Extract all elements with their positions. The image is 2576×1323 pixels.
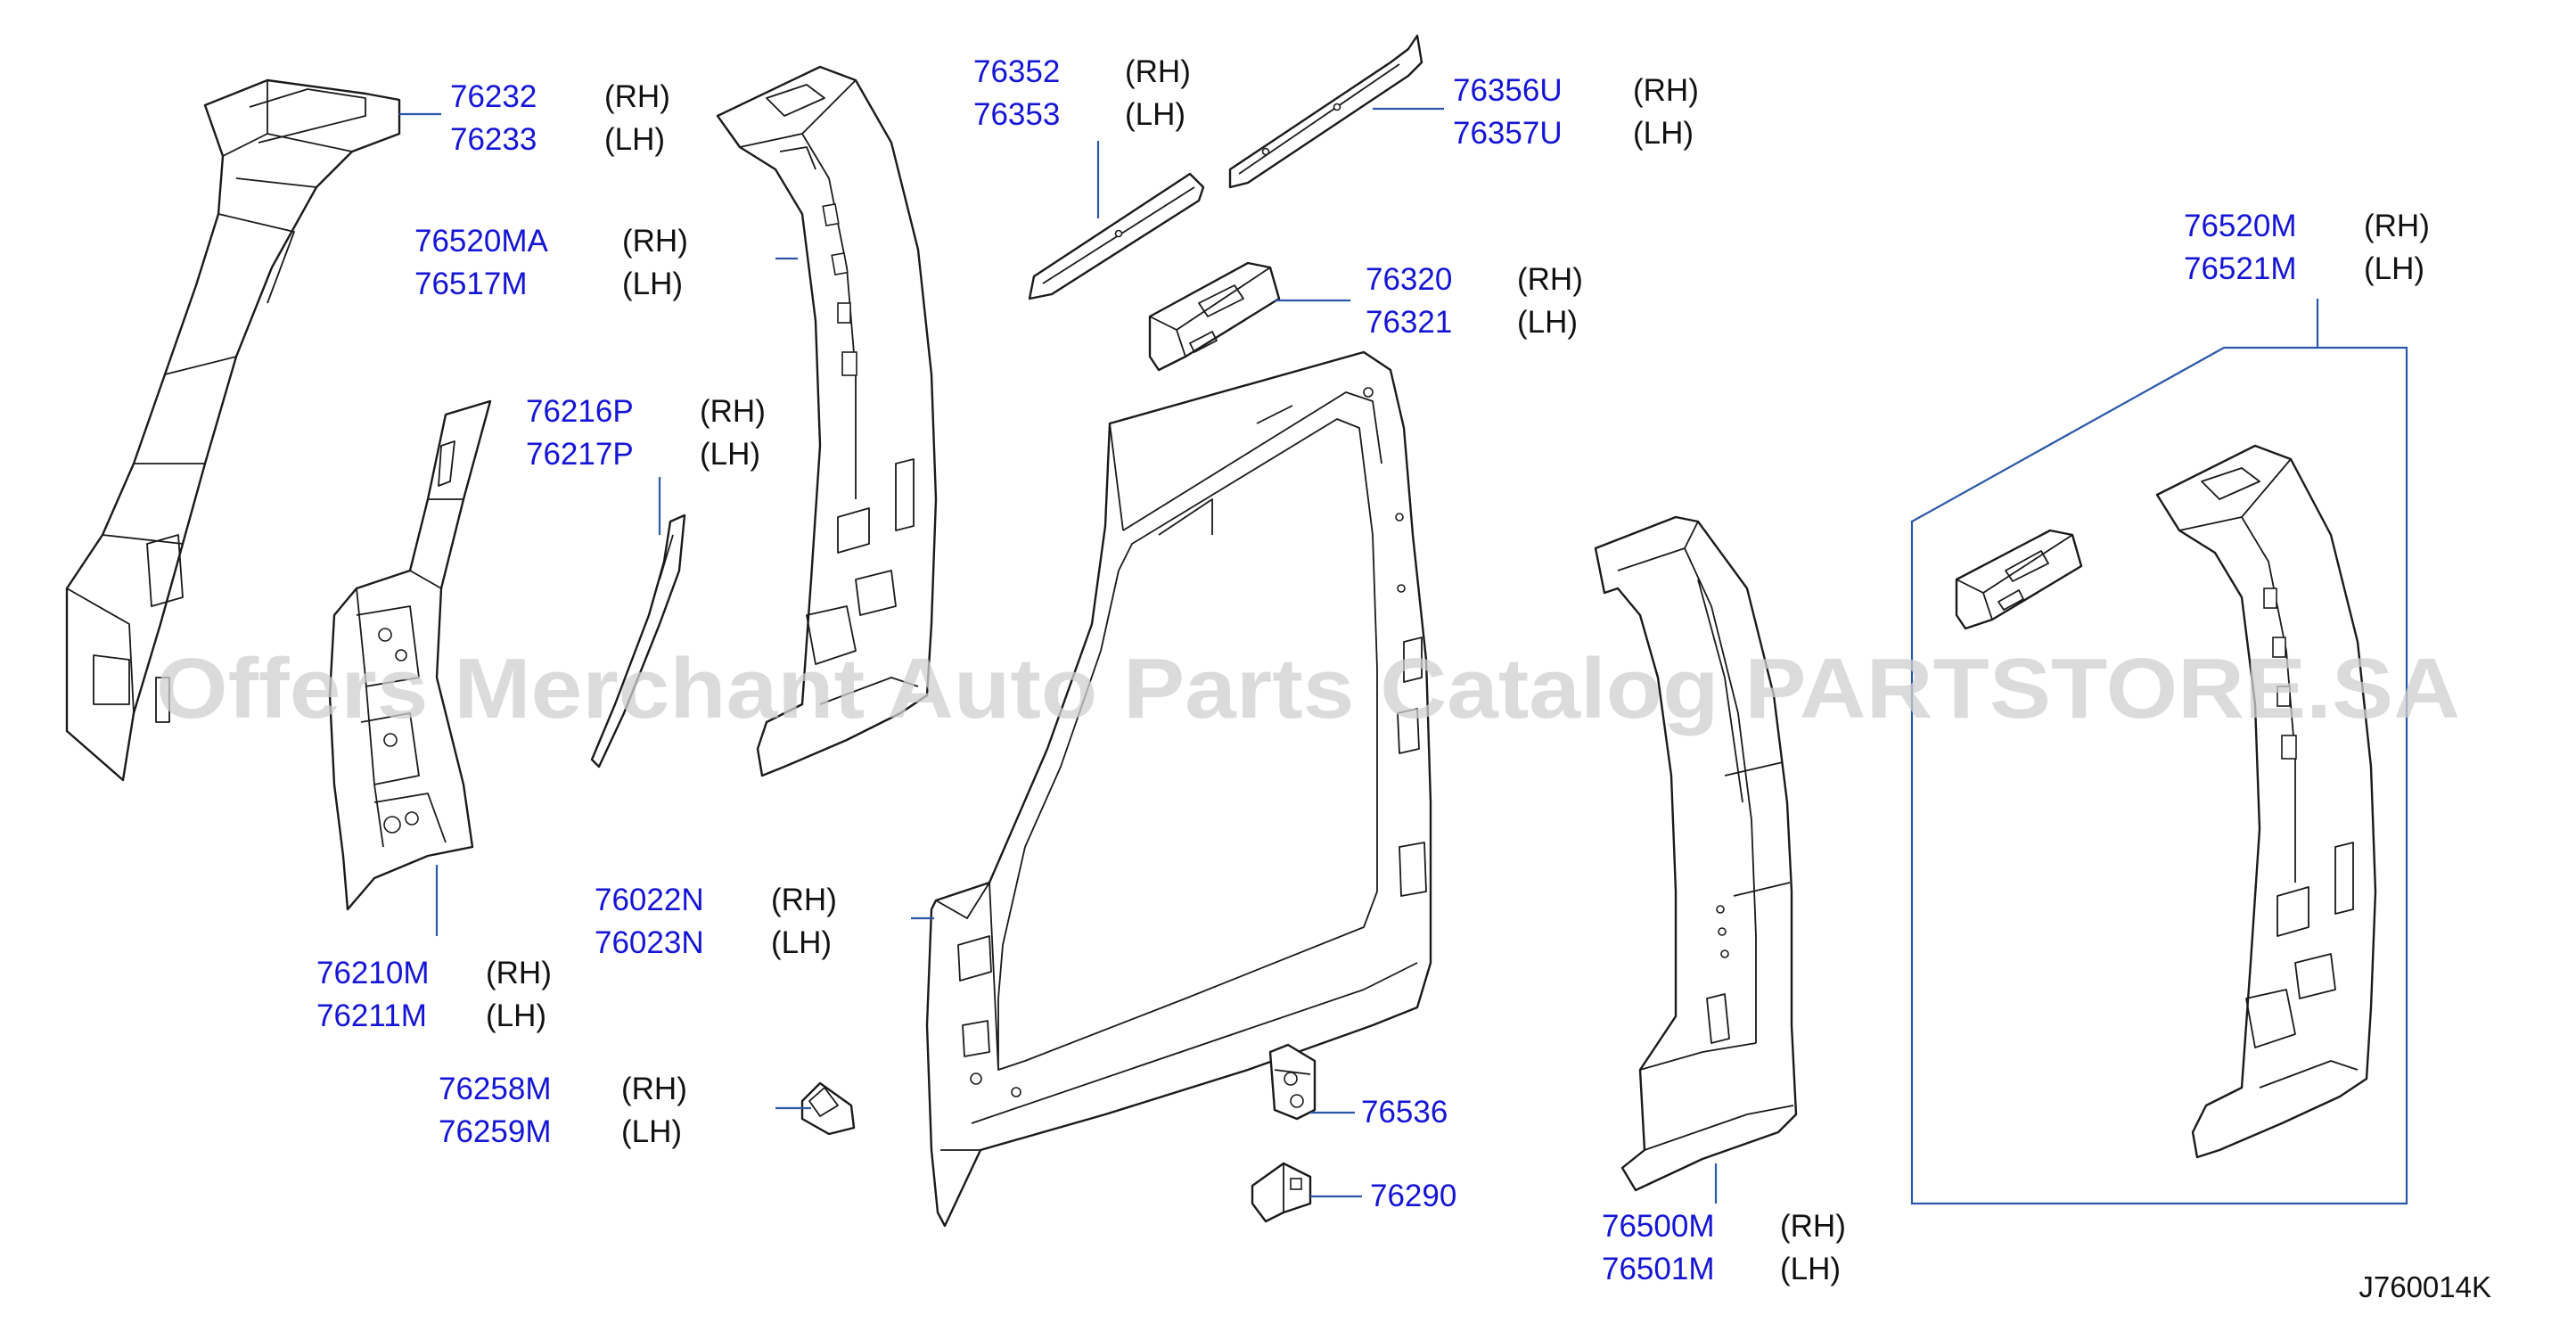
side-label: (LH) [2364,251,2424,286]
part-number: 76517M [414,267,527,301]
callout-76520MA[interactable]: 76520MA (RH) [414,224,688,259]
side-label: (RH) [700,394,766,429]
part-center-pillar-outer[interactable] [1594,515,1798,1192]
part-bracket-76290[interactable] [1251,1162,1312,1223]
part-number: 76357U [1453,116,1563,151]
side-label: (RH) [1780,1209,1846,1244]
side-label: (RH) [1633,73,1699,108]
part-rail-reinforcement[interactable] [1148,261,1281,372]
part-number: 76233 [450,122,537,157]
side-label: (LH) [1125,97,1185,132]
side-label: (LH) [621,1114,682,1149]
side-label: (RH) [771,883,837,917]
part-assembly-pillar[interactable] [2155,444,2377,1159]
side-label: (LH) [771,925,832,960]
side-label: (LH) [1517,305,1578,340]
part-front-pillar-outer[interactable] [65,78,401,782]
part-center-pillar-upper[interactable] [716,65,938,777]
part-number: 76352 [973,54,1060,89]
part-roof-rail-front[interactable] [1028,172,1205,300]
part-number: 76521M [2184,251,2296,286]
side-label: (LH) [486,998,546,1033]
side-label: (RH) [1125,54,1191,89]
part-number: 76320 [1366,262,1452,297]
part-small-bracket[interactable] [800,1081,856,1136]
callout-76022N[interactable]: 76022N (RH) [595,883,837,917]
part-number: 76290 [1370,1179,1456,1213]
watermark-text: Offers Merchant Auto Parts Catalog PARTS… [156,641,2460,736]
side-label: (LH) [1780,1252,1841,1286]
part-number: 76501M [1602,1252,1714,1286]
part-front-pillar-inner[interactable] [328,399,492,911]
callout-76259M[interactable]: 76259M (LH) [439,1114,682,1149]
part-assembly-box [1910,346,2408,1205]
part-number: 76217P [526,437,634,472]
callout-76357U[interactable]: 76357U (LH) [1453,116,1694,151]
side-label: (LH) [604,122,665,157]
side-label: (RH) [486,956,552,990]
part-number: 76536 [1361,1095,1448,1130]
side-label: (LH) [700,437,760,472]
part-bracket-76536[interactable] [1268,1043,1317,1121]
callout-76290[interactable]: 76290 [1370,1179,1456,1213]
part-number: 76356U [1453,73,1563,108]
part-body-side-outer[interactable] [925,350,1432,1228]
callout-76352[interactable]: 76352 (RH) [973,54,1191,89]
callout-76210M[interactable]: 76210M (RH) [316,956,552,990]
callout-76023N[interactable]: 76023N (LH) [595,925,832,960]
side-label: (RH) [2364,209,2430,243]
part-number: 76022N [595,883,704,917]
part-number: 76520MA [414,224,548,259]
part-assembly-reinforcement[interactable] [1955,529,2083,630]
side-label: (RH) [604,79,670,114]
part-number: 76321 [1366,305,1452,340]
callout-76353[interactable]: 76353 (LH) [973,97,1185,132]
callout-76501M[interactable]: 76501M (LH) [1602,1252,1841,1286]
part-number: 76500M [1602,1209,1714,1244]
callout-76216P[interactable]: 76216P (RH) [526,394,766,429]
callout-76320[interactable]: 76320 (RH) [1366,262,1583,297]
side-label: (RH) [1517,262,1583,297]
part-roof-rail-rear[interactable] [1228,34,1423,189]
callout-76536[interactable]: 76536 [1361,1095,1448,1130]
part-number: 76259M [439,1114,551,1149]
part-number: 76210M [316,956,429,990]
part-number: 76353 [973,97,1060,132]
callout-76321[interactable]: 76321 (LH) [1366,305,1578,340]
callout-76520M[interactable]: 76520M (RH) [2184,209,2430,243]
diagram-code: J760014K [2359,1270,2491,1303]
callout-76211M[interactable]: 76211M (LH) [316,998,546,1033]
callout-76258M[interactable]: 76258M (RH) [439,1072,687,1106]
leader-lines [399,107,2319,1204]
callout-76517M[interactable]: 76517M (LH) [414,267,683,301]
callout-76500M[interactable]: 76500M (RH) [1602,1209,1846,1244]
part-number: 76258M [439,1072,551,1106]
side-label: (LH) [622,267,683,301]
part-pillar-strip[interactable] [590,514,686,768]
part-number: 76211M [316,998,427,1033]
callout-76232[interactable]: 76232 (RH) [450,79,670,114]
part-number: 76023N [595,925,704,960]
callout-76356U[interactable]: 76356U (RH) [1453,73,1699,108]
callout-76521M[interactable]: 76521M (LH) [2184,251,2424,286]
side-label: (LH) [1633,116,1694,151]
side-label: (RH) [622,224,688,259]
part-number: 76216P [526,394,634,429]
callout-76217P[interactable]: 76217P (LH) [526,437,760,472]
side-label: (RH) [621,1072,687,1106]
part-number: 76232 [450,79,537,114]
callout-76233[interactable]: 76233 (LH) [450,122,665,157]
part-number: 76520M [2184,209,2296,243]
